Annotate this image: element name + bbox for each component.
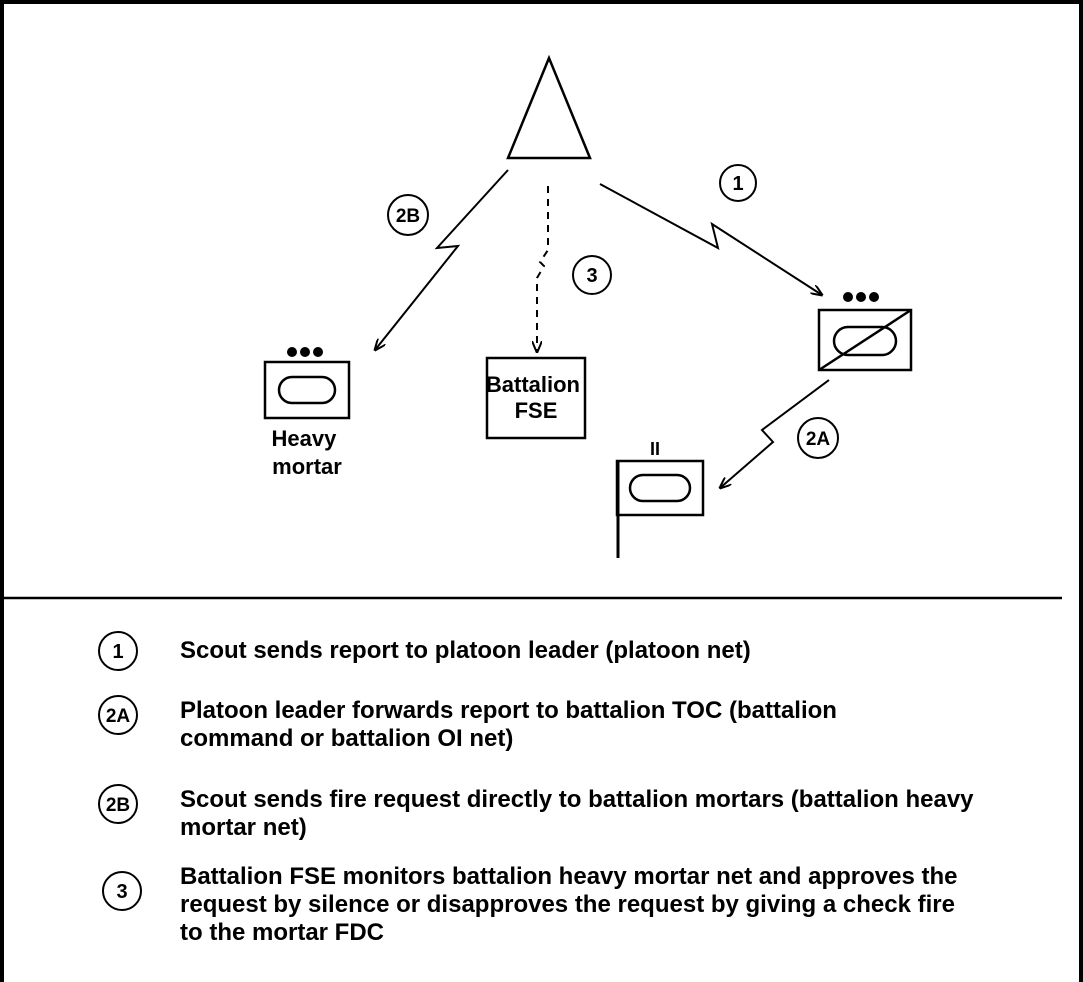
legend-text-1: Scout sends report to platoon leader (pl… [180,637,751,664]
svg-text:2A: 2A [106,706,131,727]
legend-text-3: Battalion FSE monitors battalion heavy m… [180,863,958,946]
legend-badge-2b: 2B [98,784,138,824]
battalion-fse-box [485,356,587,440]
legend-text-2a: Platoon leader forwards report to battal… [180,697,837,752]
badge-2b: 2B [387,194,429,236]
svg-text:2B: 2B [106,795,130,816]
svg-text:1: 1 [732,173,743,195]
svg-text:2A: 2A [806,429,831,450]
platoon-leader-unit-icon [817,292,913,372]
echelon-marker: II [650,439,660,459]
legend-badge-1: 1 [98,631,138,671]
badge-2a: 2A [797,417,839,459]
svg-text:3: 3 [586,265,597,287]
battalion-fse-label: Battalion FSE [486,372,586,423]
svg-text:1: 1 [112,641,123,663]
heavy-mortar-unit-icon [263,347,351,420]
scout-triangle-icon [506,54,592,160]
svg-text:2B: 2B [396,206,420,227]
svg-text:3: 3 [116,881,127,903]
link-2a-radio-arrow [720,379,830,488]
badge-1: 1 [719,164,757,202]
badge-3: 3 [572,255,612,295]
legend-text-2b: Scout sends fire request directly to bat… [180,786,974,841]
battalion-toc-flag-icon [615,459,705,558]
link-2b-radio-arrow [375,169,509,350]
link-1-radio-arrow [599,183,822,295]
legend-badge-3: 3 [102,871,142,911]
link-3-monitor-arrow [537,186,549,352]
heavy-mortar-label: Heavy mortar [272,426,343,479]
legend-badge-2a: 2A [98,695,138,735]
